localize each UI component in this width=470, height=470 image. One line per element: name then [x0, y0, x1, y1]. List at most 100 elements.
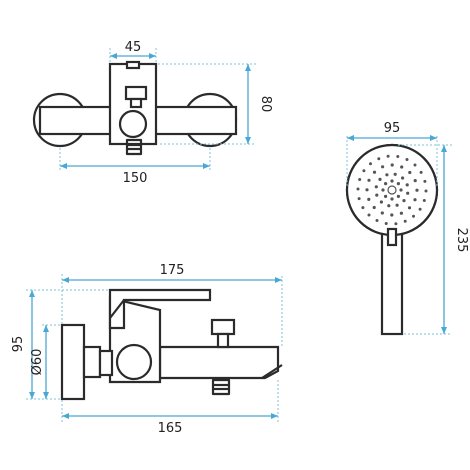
arrow-head — [29, 392, 35, 399]
nozzle-dot — [367, 178, 371, 182]
nozzle-dot — [375, 219, 379, 222]
nozzle-dot — [367, 213, 371, 217]
nozzle-dot — [405, 158, 409, 161]
nozzle-dot — [401, 176, 405, 180]
arrow-head — [430, 135, 437, 141]
diverter-stem — [129, 97, 143, 109]
nozzle-dot — [358, 178, 362, 181]
nozzle-dot — [406, 191, 410, 195]
nozzle-dot — [390, 197, 394, 201]
nozzle-dot — [396, 155, 400, 158]
lever-tab — [125, 60, 141, 70]
arrow-head — [149, 53, 156, 59]
hand-shower: 95 235 — [345, 121, 469, 336]
dim-label-175: 175 — [160, 263, 185, 278]
nozzle-dot — [379, 200, 383, 204]
body-circle — [118, 109, 148, 139]
nozzle-dot — [423, 179, 427, 183]
arrow-head — [441, 327, 447, 334]
nozzle-dot — [399, 211, 403, 215]
nozzle-dot — [372, 170, 377, 174]
nozzle-dot — [390, 213, 394, 217]
nozzle-dot — [405, 183, 409, 187]
nozzle-dot — [413, 163, 417, 167]
nozzle-dot — [390, 163, 394, 167]
arrow-head — [110, 53, 117, 59]
nozzle-dot — [387, 204, 391, 208]
nut — [98, 349, 114, 377]
nozzle-dot — [415, 188, 419, 192]
nozzle-dot — [402, 199, 406, 203]
nozzle-pattern — [356, 154, 428, 226]
dim-label-165: 165 — [158, 421, 183, 436]
nozzle-dot — [362, 169, 366, 173]
shower-handle — [380, 230, 404, 336]
side-view: 175 95 Ø60 165 — [11, 263, 283, 436]
dim-label-235: 235 — [454, 228, 469, 253]
arrow-head — [245, 64, 251, 71]
nozzle-dot — [356, 187, 360, 191]
arrow-head — [347, 135, 354, 141]
connector — [82, 345, 102, 379]
nozzle-dot — [424, 189, 428, 193]
nozzle-dot — [375, 193, 379, 197]
nozzle-dot — [413, 198, 417, 202]
arrow-head — [60, 163, 67, 169]
nozzle-dot — [357, 197, 361, 201]
nozzle-dot — [396, 182, 400, 186]
nozzle-dot — [378, 177, 382, 181]
nozzle-dot — [372, 205, 376, 210]
nozzle-dot — [369, 162, 372, 166]
nozzle-dot — [365, 188, 369, 192]
nozzle-dot — [396, 194, 400, 198]
nozzle-dot — [412, 214, 415, 218]
dim-label-flange: Ø60 — [30, 349, 45, 376]
nozzle-dot — [408, 170, 412, 175]
shower-button — [386, 227, 398, 247]
dim-label-45: 45 — [125, 40, 142, 55]
nozzle-dot — [374, 185, 378, 189]
nozzle-dot — [403, 219, 407, 223]
lever-edge — [109, 299, 125, 319]
nozzle-dot — [400, 165, 404, 169]
arrow-head — [62, 277, 69, 283]
nozzle-dot — [381, 188, 385, 192]
nozzle-dot — [393, 172, 397, 176]
top-view: 45 80 150 — [32, 40, 273, 186]
threaded-outlet-side — [211, 378, 231, 396]
nozzle-dot — [384, 222, 388, 225]
nozzle-dot — [380, 211, 384, 215]
nozzle-dot — [407, 206, 412, 210]
nozzle-dot — [390, 179, 394, 183]
nozzle-dot — [381, 165, 385, 169]
nozzle-dot — [377, 157, 381, 161]
diverter-knob — [124, 85, 148, 101]
dim-label-150: 150 — [123, 171, 148, 186]
wall-flange — [60, 323, 86, 401]
arrow-head — [275, 277, 282, 283]
nozzle-dot — [413, 179, 417, 183]
nozzle-dot — [367, 197, 371, 201]
arrow-head — [203, 163, 210, 169]
nozzle-dot — [385, 173, 389, 177]
arrow-head — [245, 137, 251, 144]
nozzle-dot — [419, 170, 423, 174]
body-circle-side — [115, 343, 153, 381]
nozzle-dot — [384, 194, 388, 198]
arrow-head — [29, 290, 35, 297]
threaded-outlet-top — [125, 138, 143, 156]
nozzle-dot — [422, 199, 426, 202]
nozzle-dot — [418, 207, 422, 211]
nozzle-dot — [394, 222, 398, 226]
nozzle-dot — [361, 206, 365, 210]
nozzle-dot — [384, 182, 388, 186]
dim-label-95: 95 — [11, 336, 26, 353]
arrow-head — [441, 145, 447, 152]
dim-label-head: 95 — [384, 121, 401, 136]
arrow-head — [43, 392, 49, 399]
nozzle-dot — [386, 154, 390, 158]
nozzle-dot — [395, 203, 399, 207]
shower-head-front — [345, 143, 439, 237]
center-nozzle — [387, 185, 397, 195]
